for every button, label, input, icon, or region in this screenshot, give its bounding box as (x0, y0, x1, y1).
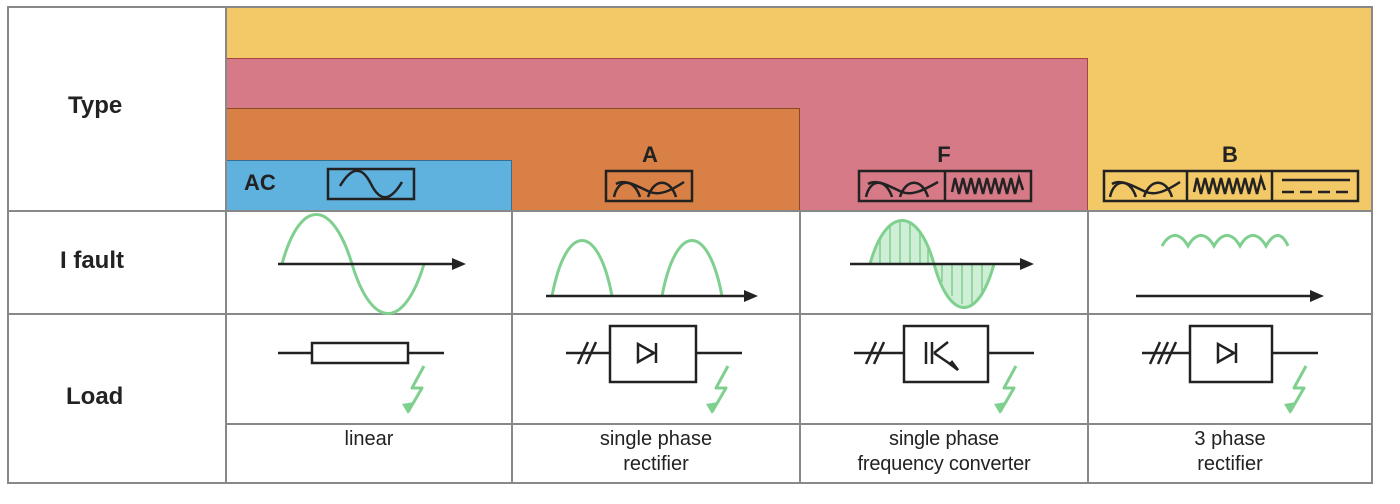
load-linear-text: linear (344, 428, 394, 450)
load-single-rectifier-line1: single phase (599, 428, 713, 450)
frequency-converter-icon (854, 324, 1034, 384)
composite-frequency-icon (857, 169, 1033, 203)
lightning-bolt-icon (998, 365, 1018, 413)
fault-wave-a (546, 239, 758, 302)
three-phase-rectifier-icon (1142, 324, 1318, 384)
load-three-phase-line2: rectifier (1197, 453, 1263, 475)
load-frequency-converter-line2: frequency converter (857, 453, 1031, 475)
load-linear-label: linear (226, 427, 512, 452)
row-label-type: Type (68, 92, 123, 119)
type-title-f: F (937, 142, 951, 167)
fault-wave-f (850, 219, 1034, 309)
load-single-rectifier-label: single phase rectifier (512, 427, 800, 477)
sine-wave-icon (326, 167, 416, 201)
lightning-bolt-icon (1288, 365, 1308, 413)
fault-wave-ac (278, 213, 466, 315)
type-title-a: A (642, 142, 658, 167)
resistor-icon (278, 341, 444, 365)
load-frequency-converter-line1: single phase (889, 428, 999, 450)
lightning-bolt-icon (710, 365, 730, 413)
half-wave-pulsating-icon (604, 169, 694, 203)
smooth-dc-icon (1102, 169, 1360, 203)
load-frequency-converter-label: single phase frequency converter (800, 427, 1088, 477)
load-single-rectifier-line2: rectifier (623, 453, 689, 475)
diode-rectifier-icon (566, 324, 742, 384)
load-three-phase-line1: 3 phase (1194, 428, 1266, 450)
row-label-load: Load (66, 383, 124, 410)
load-three-phase-label: 3 phase rectifier (1088, 427, 1372, 477)
fault-wave-b (1136, 234, 1324, 302)
type-title-b: B (1222, 142, 1238, 167)
type-title-ac: AC (244, 170, 276, 195)
row-label-fault: I fault (60, 247, 124, 274)
lightning-bolt-icon (406, 365, 426, 413)
table-grid (7, 6, 1373, 484)
